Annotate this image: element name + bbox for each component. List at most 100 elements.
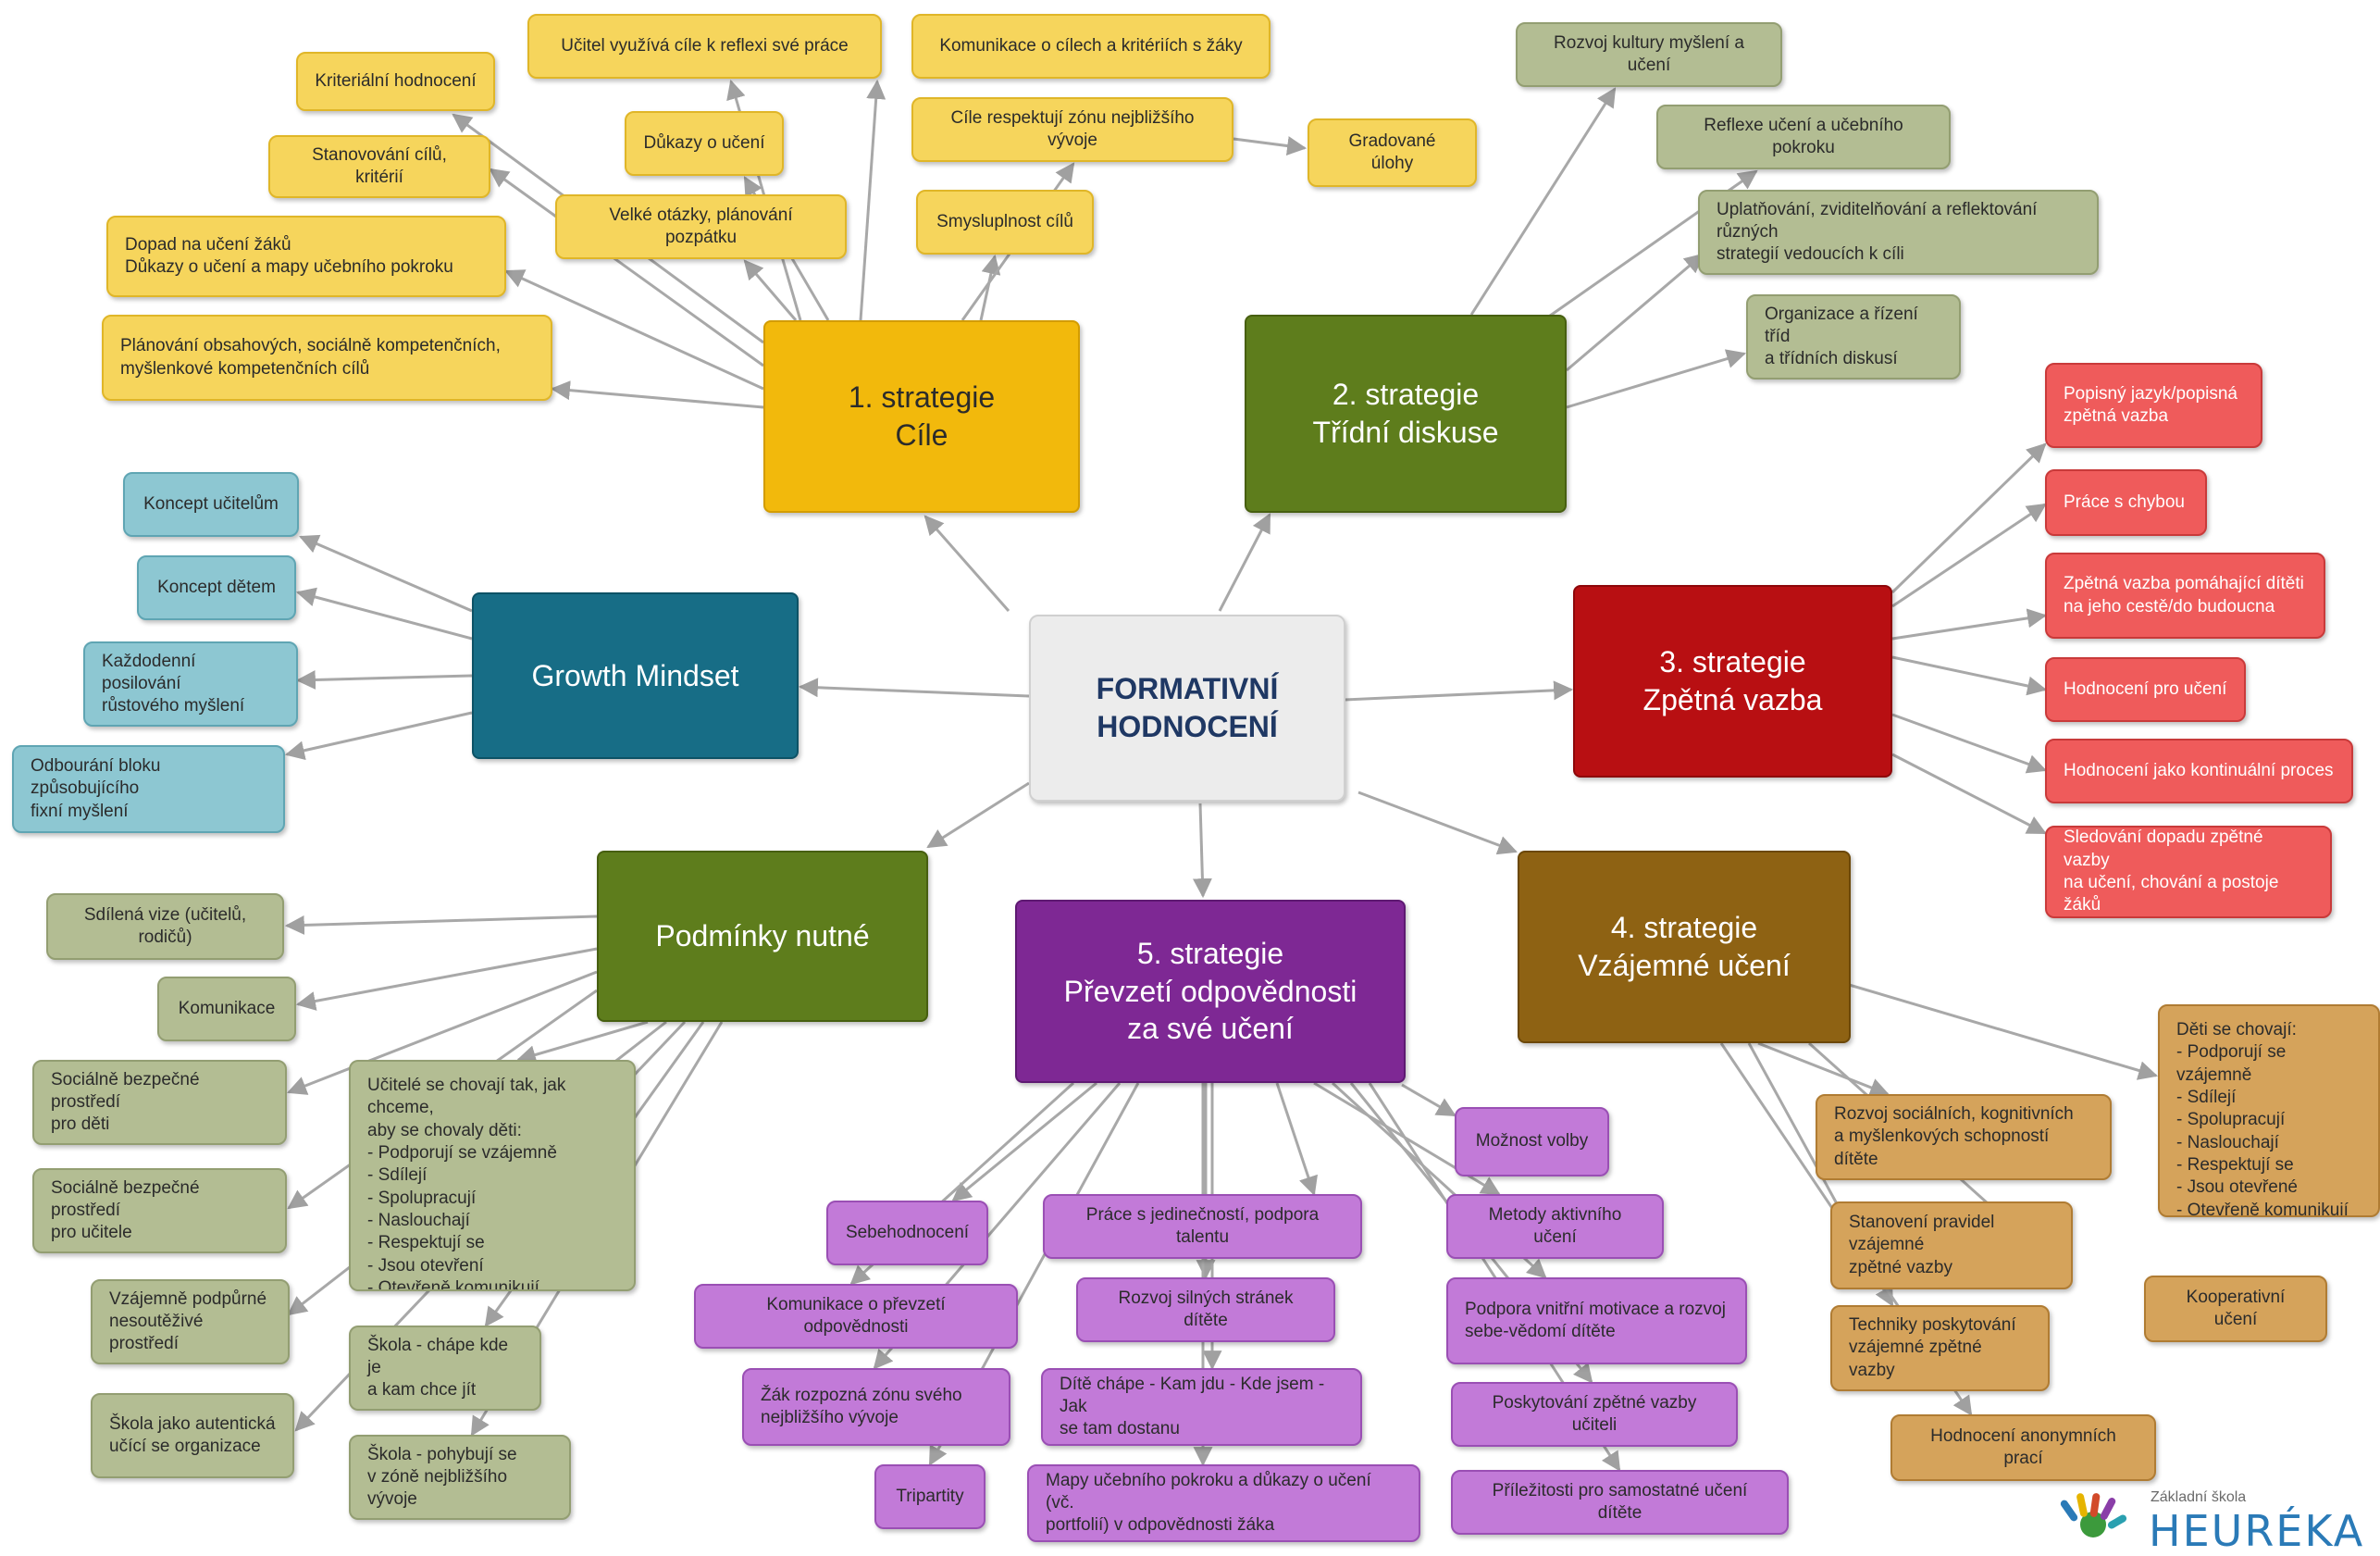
goals-item: Velké otázky, plánování pozpátku xyxy=(555,194,847,259)
connector-arrow xyxy=(1218,513,1271,612)
ownership-item: Mapy učebního pokroku a důkazy o učení (… xyxy=(1027,1464,1420,1542)
goals-item: Učitel využívá cíle k reflexi své práce xyxy=(527,14,882,79)
ownership-item: Sebehodnocení xyxy=(826,1201,988,1265)
goals-item: Dopad na učení žáků Důkazy o učení a map… xyxy=(106,216,506,297)
connector-arrow xyxy=(979,254,1001,321)
connector-arrow xyxy=(295,947,598,1011)
conditions-item: Sociálně bezpečné prostředí pro učitele xyxy=(32,1168,287,1253)
school-logo: Základní škola HEURÉKA xyxy=(2047,1486,2380,1556)
feedback-item: Sledování dopadu zpětné vazby na učení, … xyxy=(2045,826,2332,918)
peer-item: Techniky poskytování vzájemné zpětné vaz… xyxy=(1830,1305,2050,1391)
peer-item: Hodnocení anonymních prací xyxy=(1890,1414,2156,1481)
connector-arrow xyxy=(926,781,1030,849)
conditions-item: Škola jako autentická učící se organizac… xyxy=(91,1393,294,1478)
connector-arrow xyxy=(1891,713,2047,774)
connector-arrow xyxy=(299,534,473,613)
conditions-item: Sdílená vize (učitelů, rodičů) xyxy=(46,893,284,960)
goals-item: Cíle respektují zónu nejbližšího vývoje xyxy=(911,97,1233,162)
conditions-item: Sociálně bezpečné prostředí pro děti xyxy=(32,1060,287,1145)
connector-arrow xyxy=(1275,1082,1318,1196)
ownership-item: Metody aktivního učení xyxy=(1446,1194,1664,1259)
conditions-item: Škola - chápe kde je a kam chce jít xyxy=(349,1326,541,1411)
feedback-item: Hodnocení jako kontinuální proces xyxy=(2045,739,2353,803)
feedback-item: Hodnocení pro učení xyxy=(2045,657,2246,722)
ownership-item: Tripartity xyxy=(874,1464,985,1529)
mindset-item: Odbourání bloku způsobujícího fixní myšl… xyxy=(12,745,285,833)
conditions-item: Vzájemně podpůrné nesoutěživé prostředí xyxy=(91,1279,290,1364)
feedback-item: Práce s chybou xyxy=(2045,469,2207,536)
connector-arrow xyxy=(1891,655,2048,696)
peer-item: Děti se chovají: - Podporují se vzájemně… xyxy=(2158,1004,2380,1217)
connector-arrow xyxy=(295,587,473,641)
connector-arrow xyxy=(1757,1041,1890,1097)
connector-arrow xyxy=(859,79,886,321)
connector-arrow xyxy=(1357,790,1518,855)
ownership-item: Žák rozpozná zónu svého nejbližšího vývo… xyxy=(742,1368,1010,1446)
connector-arrow xyxy=(550,380,764,409)
goals-item: Komunikace o cílech a kritériích s žáky xyxy=(911,14,1271,79)
ownership-item: Dítě chápe - Kam jdu - Kde jsem - Jak se… xyxy=(1041,1368,1362,1446)
hub-conditions: Podmínky nutné xyxy=(597,851,928,1022)
discussion-item: Rozvoj kultury myšlení a učení xyxy=(1516,22,1782,87)
hub-discussion: 2. strategie Třídní diskuse xyxy=(1245,315,1567,513)
logo-name: HEURÉKA xyxy=(2149,1506,2365,1556)
goals-item: Kriteriální hodnocení xyxy=(296,52,495,111)
connector-arrow xyxy=(1890,442,2047,594)
mindset-item: Koncept učitelům xyxy=(123,472,299,537)
goals-item: Plánování obsahových, sociálně kompetenč… xyxy=(102,315,552,401)
connector-arrow xyxy=(295,670,473,690)
connector-arrow xyxy=(504,269,764,391)
mindset-item: Koncept dětem xyxy=(137,555,296,620)
root-node: FORMATIVNÍ HODNOCENÍ xyxy=(1029,615,1345,802)
logo-subtitle: Základní škola xyxy=(2151,1489,2247,1505)
conditions-item: Učitelé se chovají tak, jak chceme, aby … xyxy=(349,1060,636,1291)
connector-arrow xyxy=(1233,136,1308,156)
discussion-item: Uplatňování, zviditelňování a reflektová… xyxy=(1698,190,2099,275)
hub-mindset: Growth Mindset xyxy=(472,592,799,759)
connector-arrow xyxy=(1566,253,1704,372)
connector-arrow xyxy=(287,970,598,1095)
connector-arrow xyxy=(1891,608,2048,641)
conditions-item: Komunikace xyxy=(157,977,296,1041)
connector-arrow xyxy=(923,515,1010,612)
connector-arrow xyxy=(1845,982,2159,1080)
discussion-item: Reflexe učení a učebního pokroku xyxy=(1656,105,1951,169)
hand-logo-icon xyxy=(2060,1493,2127,1537)
ownership-item: Komunikace o převzetí odpovědnosti xyxy=(694,1284,1018,1349)
connector-arrow xyxy=(284,915,598,935)
feedback-item: Zpětná vazba pomáhající dítěti na jeho c… xyxy=(2045,553,2325,639)
connector-arrow xyxy=(951,1081,1097,1202)
hub-ownership: 5. strategie Převzetí odpovědnosti za sv… xyxy=(1015,900,1406,1083)
ownership-item: Možnost volby xyxy=(1455,1107,1609,1176)
connector-arrow xyxy=(489,168,764,367)
conditions-item: Škola - pohybují se v zóně nejbližšího v… xyxy=(349,1435,571,1520)
connector-arrow xyxy=(284,711,473,761)
goals-item: Důkazy o učení xyxy=(625,111,784,176)
peer-item: Rozvoj sociálních, kognitivních a myšlen… xyxy=(1816,1094,2112,1180)
connector-arrow xyxy=(1192,803,1212,899)
connector-arrow xyxy=(1891,753,2047,835)
connector-arrow xyxy=(798,678,1030,698)
feedback-item: Popisný jazyk/popisná zpětná vazba xyxy=(2045,363,2262,448)
hub-peer: 4. strategie Vzájemné učení xyxy=(1518,851,1851,1043)
peer-item: Kooperativní učení xyxy=(2144,1276,2327,1342)
connector-arrow xyxy=(1344,680,1574,702)
discussion-item: Organizace a řízení tříd a třídních disk… xyxy=(1746,294,1961,380)
connector-arrow xyxy=(1469,87,1617,316)
hub-goals: 1. strategie Cíle xyxy=(763,320,1080,513)
ownership-item: Poskytování zpětné vazby učiteli xyxy=(1451,1382,1738,1447)
goals-item: Gradované úlohy xyxy=(1308,118,1477,187)
ownership-item: Podpora vnitřní motivace a rozvoj sebe-v… xyxy=(1446,1277,1747,1364)
connector-arrow xyxy=(1891,503,2047,608)
connector-arrow xyxy=(515,1020,649,1064)
peer-item: Stanovení pravidel vzájemné zpětné vazby xyxy=(1830,1201,2073,1289)
ownership-item: Příležitosti pro samostatné učení dítěte xyxy=(1451,1470,1789,1535)
connector-arrow xyxy=(1566,349,1747,409)
connector-arrow xyxy=(743,259,798,321)
mindset-item: Každodenní posilování růstového myšlení xyxy=(83,641,298,727)
ownership-item: Práce s jedinečností, podpora talentu xyxy=(1043,1194,1362,1259)
hub-feedback: 3. strategie Zpětná vazba xyxy=(1573,585,1892,778)
goals-item: Smysluplnost cílů xyxy=(916,190,1094,255)
goals-item: Stanovování cílů, kritérií xyxy=(268,135,490,198)
